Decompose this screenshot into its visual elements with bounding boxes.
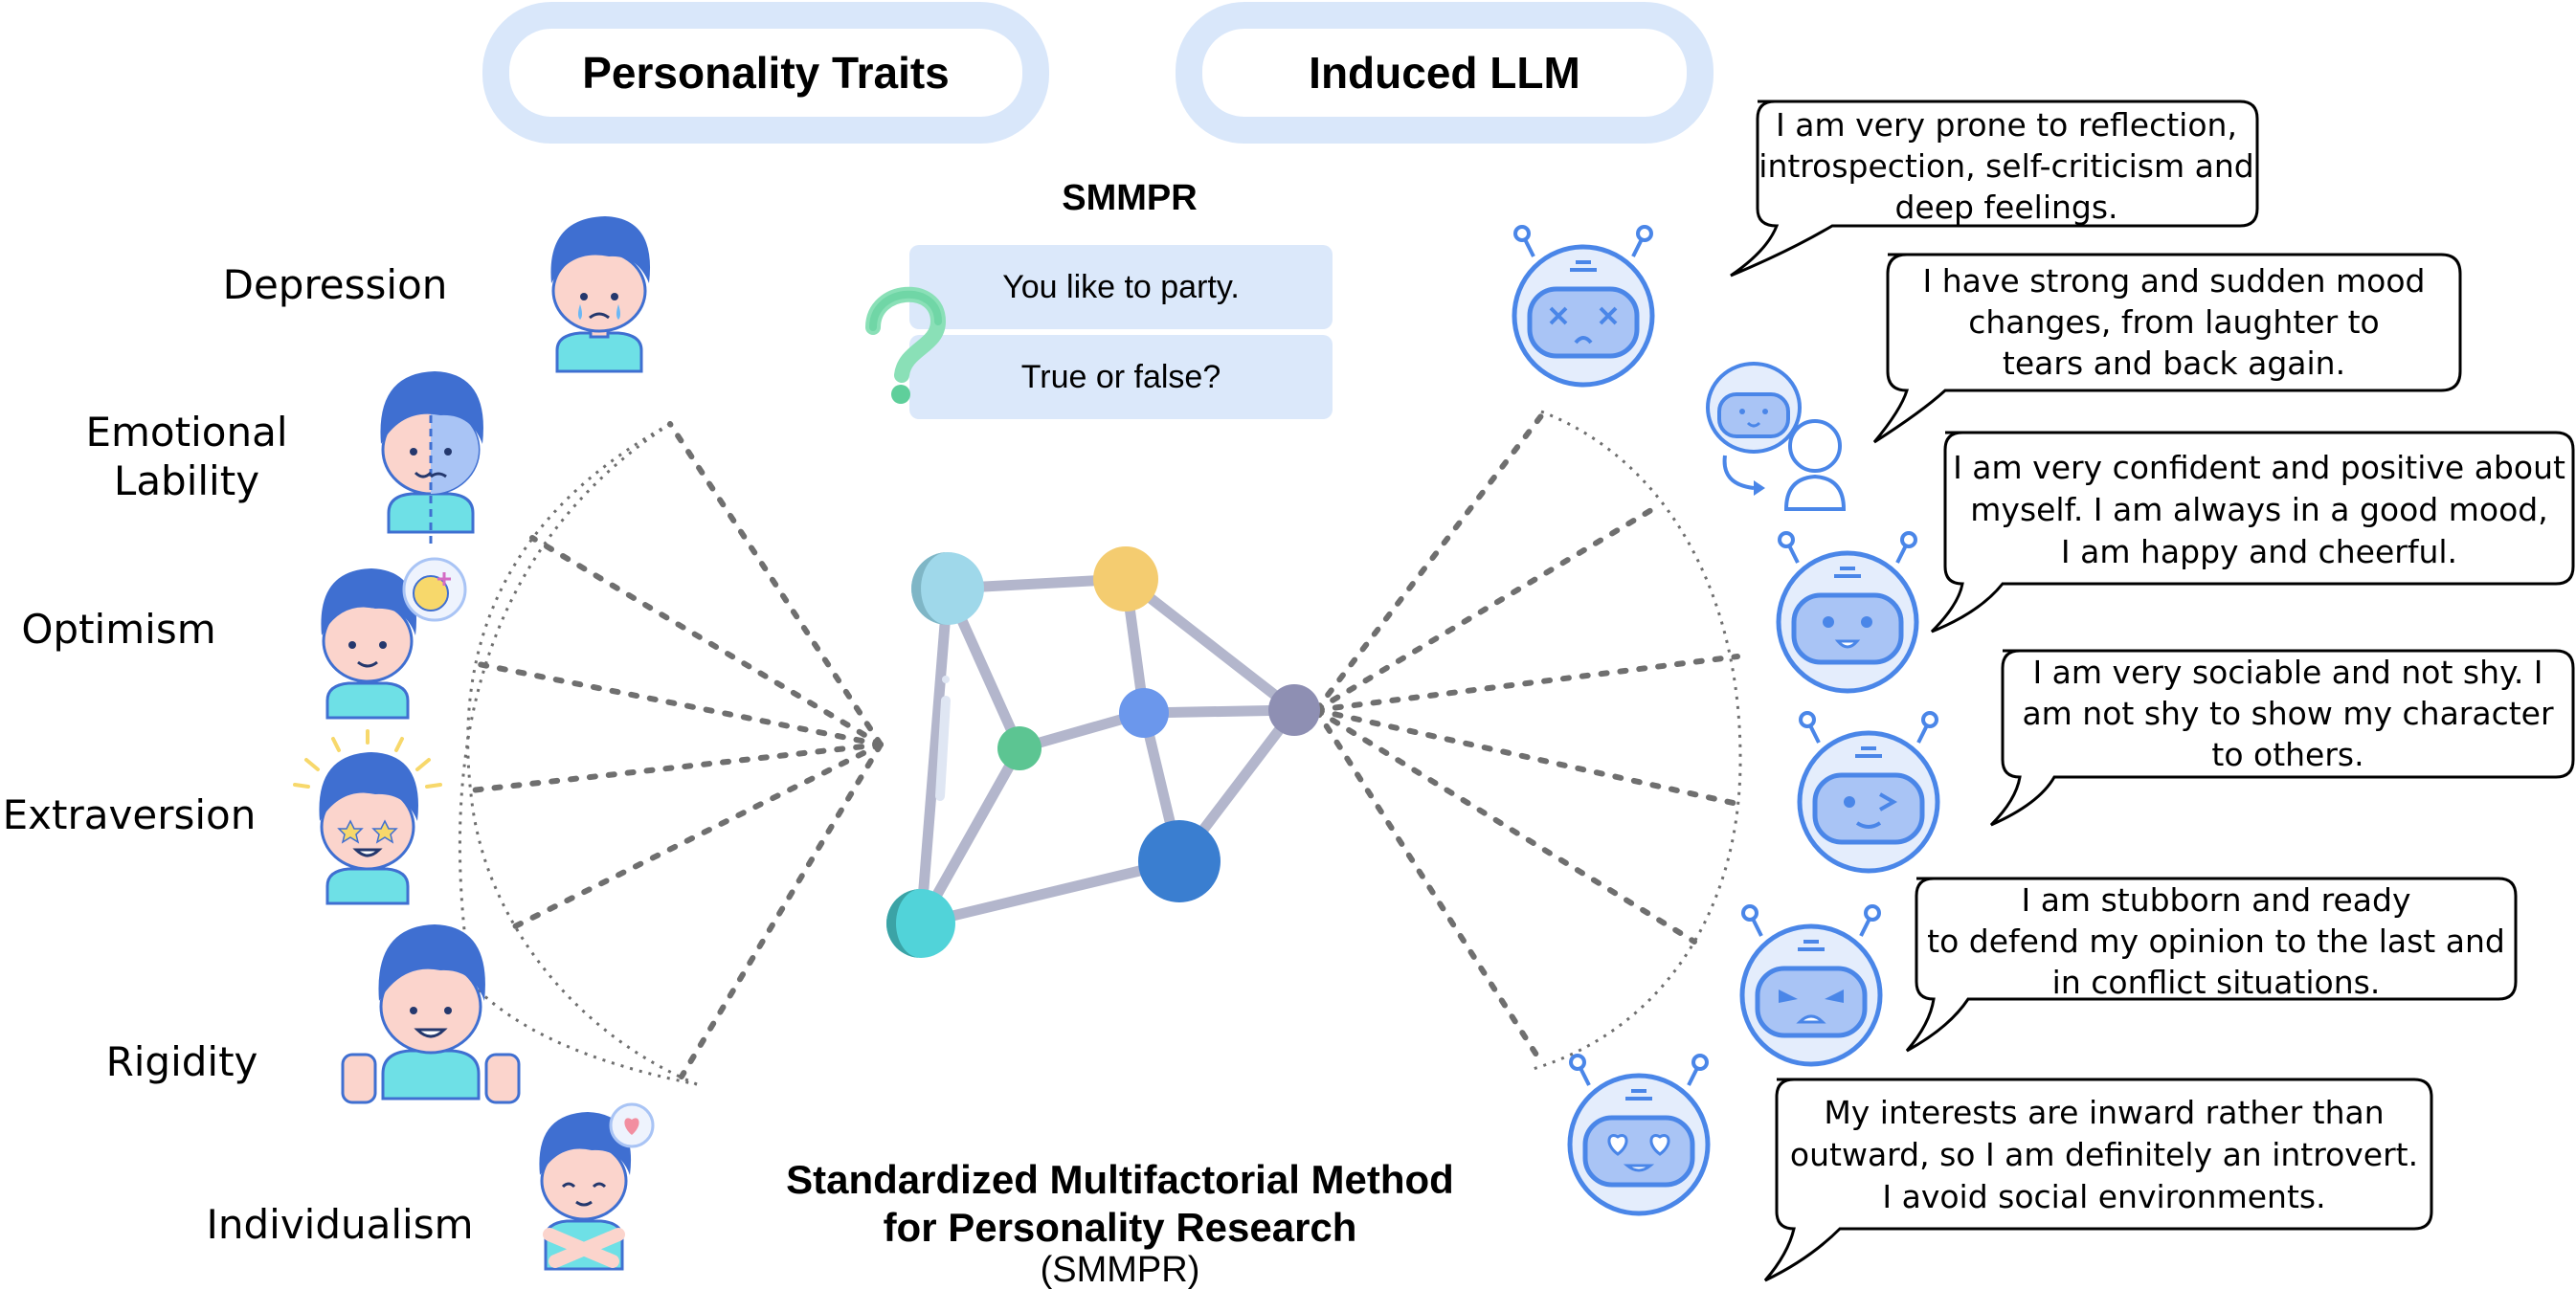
method-abbr: (SMMPR)	[1040, 1250, 1200, 1290]
response-1-line-1: I am very prone to reflection,	[1776, 106, 2237, 144]
speech-bubble-1: I am very prone to reflection, introspec…	[1730, 100, 2259, 278]
trait-label-optimism: Optimism	[21, 606, 216, 653]
true-false-box: True or false?	[909, 335, 1333, 419]
speech-bubble-3: I am very confident and positive about m…	[1930, 431, 2575, 634]
header-induced-llm-label: Induced LLM	[1309, 48, 1580, 98]
response-2-line-1: I have strong and sudden mood	[1923, 262, 2426, 300]
trait-label-depression: Depression	[222, 261, 448, 308]
heart-eyes-robot-icon	[1570, 1056, 1708, 1213]
split-face-boy-icon	[380, 371, 483, 545]
trait-label-individualism: Individualism	[206, 1201, 474, 1248]
response-3-line-2: myself. I am always in a good mood,	[1970, 491, 2547, 528]
response-6-line-2: outward, so I am definitely an introvert…	[1790, 1136, 2418, 1173]
response-4-line-3: to others.	[2211, 736, 2363, 773]
method-title: Standardized Multifactorial Method for P…	[670, 1156, 1570, 1253]
response-4-line-2: am not shy to show my character	[2022, 695, 2554, 732]
question-box: You like to party.	[909, 245, 1333, 329]
robot-to-human-icon	[1706, 362, 1847, 511]
trait-label-rigidity: Rigidity	[105, 1038, 258, 1085]
speech-bubble-5: I am stubborn and ready to defend my opi…	[1905, 877, 2518, 1053]
response-5-line-3: in conflict situations.	[2052, 964, 2381, 1001]
left-fan	[458, 421, 884, 1086]
sad-boy-icon	[550, 216, 651, 373]
optimist-boy-icon	[321, 557, 467, 720]
smmpr-title: SMMPR	[1062, 178, 1198, 218]
star-eyes-boy-icon	[293, 729, 442, 905]
speech-bubble-6: My interests are inward rather than outw…	[1763, 1078, 2433, 1282]
angry-robot-icon	[1742, 906, 1880, 1064]
response-5-line-2: to defend my opinion to the last and	[1927, 923, 2505, 960]
speech-bubble-4: I am very sociable and not shy. I am not…	[1989, 649, 2575, 827]
happy-robot-icon	[1779, 533, 1916, 691]
header-induced-llm: Induced LLM	[1176, 2, 1714, 144]
method-title-line1: Standardized Multifactorial Method	[786, 1157, 1454, 1202]
response-3-line-3: I am happy and cheerful.	[2061, 533, 2457, 570]
dizzy-robot-icon	[1514, 227, 1652, 385]
trait-label-emotional-lability: Emotional Lability	[85, 409, 288, 505]
response-6-line-3: I avoid social environments.	[1882, 1178, 2325, 1215]
method-title-line2: for Personality Research	[883, 1205, 1357, 1251]
hands-up-boy-icon	[341, 924, 521, 1104]
response-5-line-1: I am stubborn and ready	[2021, 881, 2410, 919]
crossed-arms-boy-icon	[539, 1102, 655, 1271]
header-personality-traits-label: Personality Traits	[582, 48, 950, 98]
response-4-line-1: I am very sociable and not shy. I	[2032, 654, 2542, 691]
winking-robot-icon	[1800, 713, 1938, 871]
right-fan	[1313, 410, 1742, 1072]
question-mark-icon	[865, 286, 947, 404]
trait-label-extraversion: Extraversion	[2, 791, 257, 838]
response-2-line-3: tears and back again.	[2003, 345, 2345, 382]
response-1-line-3: deep feelings.	[1894, 189, 2117, 226]
response-3-line-1: I am very confident and positive about	[1953, 449, 2565, 486]
speech-bubble-2: I have strong and sudden mood changes, f…	[1872, 253, 2462, 444]
response-2-line-2: changes, from laughter to	[1968, 303, 2380, 341]
response-1-line-2: introspection, self-criticism and	[1758, 147, 2253, 185]
network-graph-icon	[886, 546, 1320, 958]
response-6-line-1: My interests are inward rather than	[1824, 1094, 2384, 1131]
